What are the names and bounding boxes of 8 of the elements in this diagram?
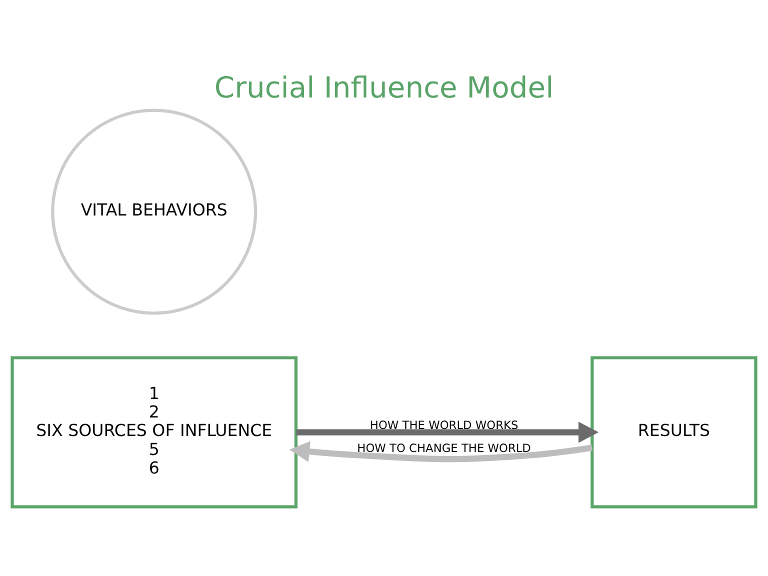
node-box: RESULTS <box>590 356 758 508</box>
edge-label: HOW TO CHANGE THE WORLD <box>357 440 531 454</box>
edge-label: HOW THE WORLD WORKS <box>370 417 518 432</box>
diagram-title: Crucial Influence Model <box>214 70 554 104</box>
arrow <box>296 421 599 442</box>
node-box: 1 2 SIX SOURCES OF INFLUENCE 5 6 <box>10 356 298 508</box>
node-circle: VITAL BEHAVIORS <box>51 108 258 314</box>
arrow <box>289 440 592 462</box>
